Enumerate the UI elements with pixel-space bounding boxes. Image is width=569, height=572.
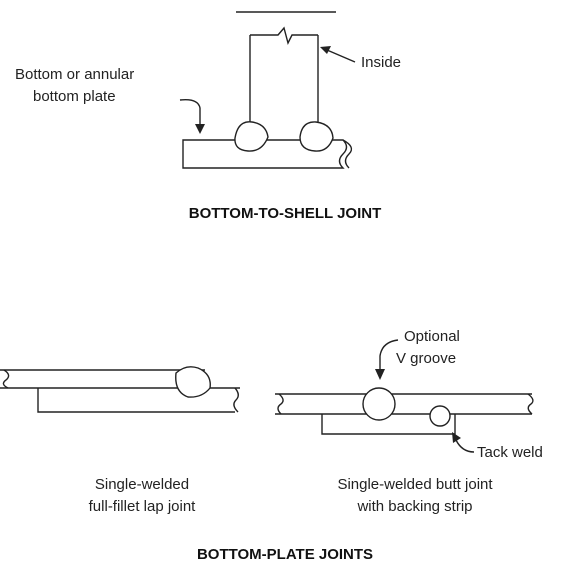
shell-wall [249,26,319,138]
bottom-plate-label-line2: bottom plate [33,88,116,105]
lap-joint-caption-line2: full-fillet lap joint [89,498,197,515]
inside-label: Inside [361,54,401,71]
tack-weld-label: Tack weld [477,444,543,461]
bottom-to-shell-heading: BOTTOM-TO-SHELL JOINT [189,205,382,222]
bottom-plate-arrow [179,98,205,134]
butt-joint-caption-line1: Single-welded butt joint [337,476,493,493]
fillet-weld-outside [234,121,269,152]
bottom-plate [182,139,353,169]
fillet-weld-inside [299,121,334,152]
lap-fillet-weld [175,366,211,398]
butt-joint-figure [275,339,534,453]
v-groove-arrow [375,339,399,380]
butt-joint-caption-line2: with backing strip [356,498,472,515]
tack-weld-arrow [452,432,475,453]
bottom-to-shell-joint-figure: Inside Bottom or annular bottom plate BO… [15,11,401,222]
bottom-plate-joints-heading: BOTTOM-PLATE JOINTS [197,546,373,563]
tack-weld [429,405,451,427]
v-groove-label: V groove [396,350,456,367]
v-groove-weld [362,387,396,421]
inside-arrow [320,46,356,63]
optional-label: Optional [404,328,460,345]
bottom-plate-label-line1: Bottom or annular [15,66,134,83]
lap-joint-caption-line1: Single-welded [95,476,189,493]
lap-joint-figure [0,366,240,413]
